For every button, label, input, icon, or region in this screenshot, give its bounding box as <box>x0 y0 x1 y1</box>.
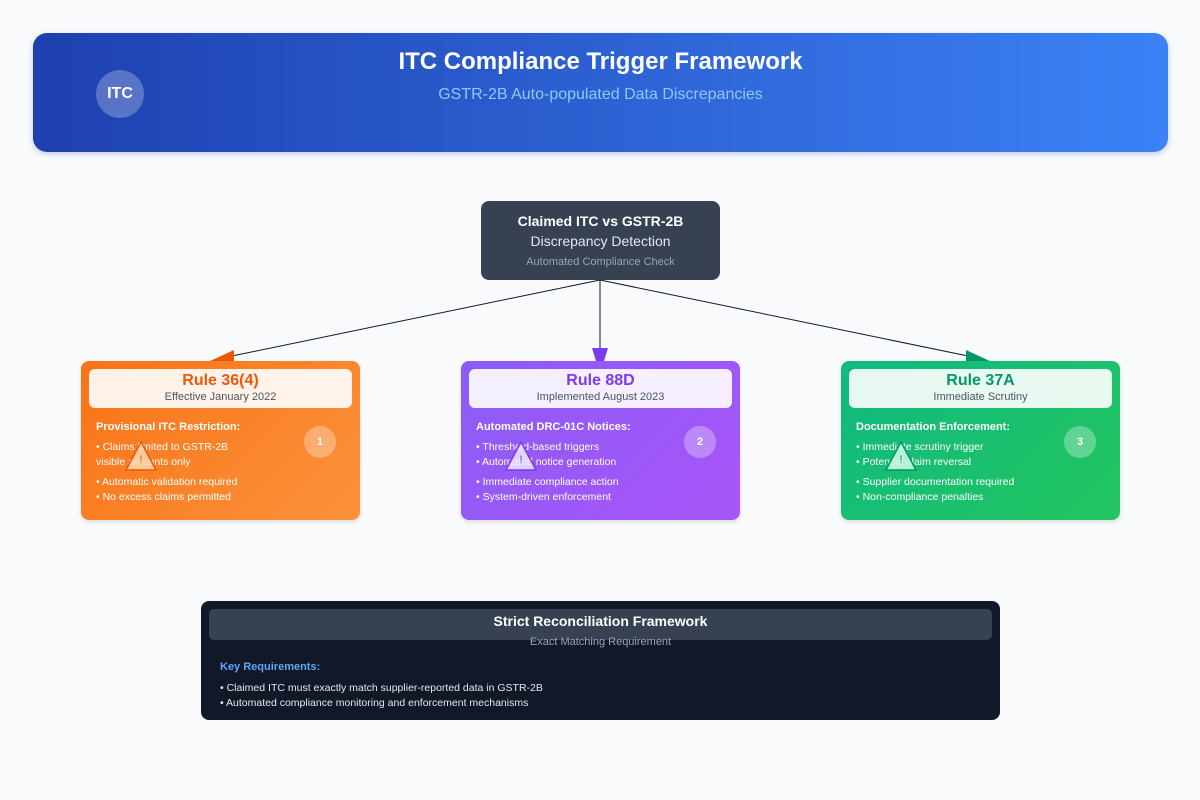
rule-bullet: • Claims limited to GSTR-2B <box>96 441 229 453</box>
rule-date: Immediate Scrutiny <box>933 391 1028 403</box>
page-title: ITC Compliance Trigger Framework <box>398 48 803 75</box>
center-node-caption: Automated Compliance Check <box>526 256 675 268</box>
rule-title: Rule 37A <box>946 372 1015 389</box>
connector-to-rule-37a <box>599 279 969 357</box>
rule-bullet: • Potential claim reversal <box>856 456 972 468</box>
rule-bullet: • Automatic validation required <box>96 476 238 488</box>
rule-card-37a: Rule 37A Immediate Scrutiny Documentatio… <box>841 361 1120 520</box>
page-subtitle: GSTR-2B Auto-populated Data Discrepancie… <box>438 86 763 103</box>
rule-card-header: Rule 36(4) Effective January 2022 <box>89 369 352 408</box>
warning-glyph: ! <box>899 454 902 466</box>
warning-glyph: ! <box>519 454 522 466</box>
rule-section-label: Automated DRC-01C Notices: <box>476 421 631 433</box>
rule-card-36-4: Rule 36(4) Effective January 2022 Provis… <box>81 361 360 520</box>
rule-bullet: • System-driven enforcement <box>476 491 611 503</box>
rule-card-header: Rule 37A Immediate Scrutiny <box>849 369 1112 408</box>
key-requirements-label: Key Requirements: <box>220 661 321 673</box>
warning-triangle-icon: ! <box>885 441 917 471</box>
rule-bullet: • Immediate compliance action <box>476 476 619 488</box>
arrowhead-rule-36-4 <box>208 350 234 364</box>
rule-bullet: • No excess claims permitted <box>96 491 231 503</box>
rule-date: Implemented August 2023 <box>536 391 665 403</box>
rule-number-badge: 1 <box>304 426 336 458</box>
warning-triangle-icon: ! <box>125 441 157 471</box>
rule-number-badge: 3 <box>1064 426 1096 458</box>
rule-card-header: Rule 88D Implemented August 2023 <box>469 369 732 408</box>
rule-date: Effective January 2022 <box>164 391 277 403</box>
header-banner: ITC ITC Compliance Trigger Framework GST… <box>33 33 1168 152</box>
warning-glyph: ! <box>139 454 142 466</box>
itc-badge: ITC <box>96 70 144 118</box>
discrepancy-detection-node: Claimed ITC vs GSTR-2B Discrepancy Detec… <box>481 201 720 280</box>
warning-triangle-icon: ! <box>505 441 537 471</box>
rule-bullet: • Supplier documentation required <box>856 476 1015 488</box>
connector-to-rule-36-4 <box>231 279 601 357</box>
reconciliation-framework-panel: Strict Reconciliation Framework Exact Ma… <box>201 601 1000 720</box>
arrowhead-rule-37a <box>966 350 992 364</box>
rule-bullet: • Immediate scrutiny trigger <box>856 441 984 453</box>
requirement-bullet: • Automated compliance monitoring and en… <box>220 697 529 709</box>
rule-bullet: • Threshold-based triggers <box>476 441 600 453</box>
rule-title: Rule 88D <box>566 372 635 389</box>
center-node-title: Claimed ITC vs GSTR-2B <box>517 213 684 229</box>
rule-section-label: Documentation Enforcement: <box>856 421 1011 433</box>
reconciliation-title: Strict Reconciliation Framework <box>493 613 708 629</box>
reconciliation-header <box>209 609 992 640</box>
rule-section-label: Provisional ITC Restriction: <box>96 421 241 433</box>
rule-card-88d: Rule 88D Implemented August 2023 Automat… <box>461 361 740 520</box>
rule-number-badge: 2 <box>684 426 716 458</box>
center-node-subtitle: Discrepancy Detection <box>530 233 671 249</box>
rule-title: Rule 36(4) <box>182 372 259 389</box>
rule-bullet: • Non-compliance penalties <box>856 491 984 503</box>
reconciliation-subtitle: Exact Matching Requirement <box>529 636 672 648</box>
requirement-bullet: • Claimed ITC must exactly match supplie… <box>220 682 543 694</box>
rule-bullet: • Automated notice generation <box>476 456 617 468</box>
